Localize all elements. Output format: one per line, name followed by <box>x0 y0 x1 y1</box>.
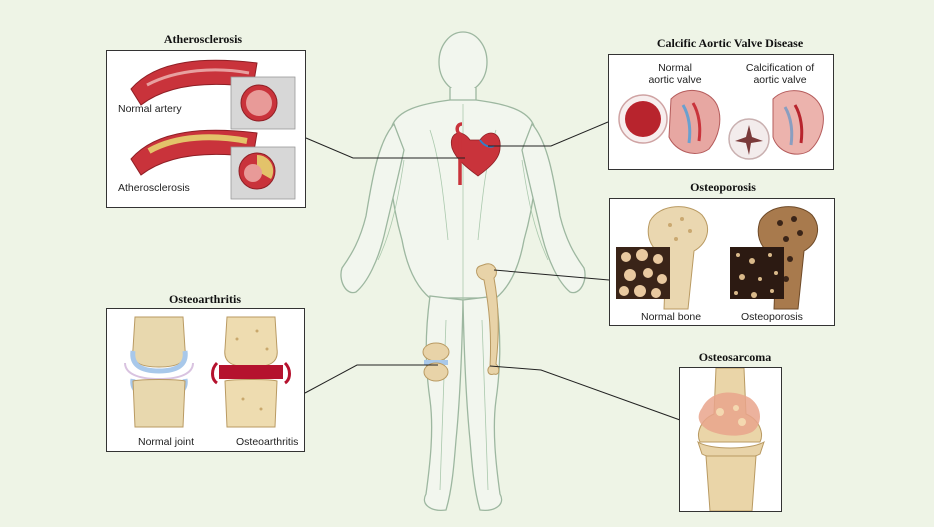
body-right-arm <box>521 122 586 294</box>
normal-bone-label: Normal bone <box>641 311 702 323</box>
normal-joint-label: Normal joint <box>138 436 195 448</box>
normal-bone-illustration <box>647 206 709 310</box>
osteoporosis-panel <box>609 198 835 326</box>
osteoarthritis-panel <box>106 308 305 452</box>
atherosclerosis-panel <box>106 50 306 208</box>
osteoarthritis-label: Osteoarthritis <box>236 436 299 448</box>
knee-joint <box>422 342 450 362</box>
atherosclerosis-title: Atherosclerosis <box>163 32 243 46</box>
osteosarcoma-title: Osteosarcoma <box>698 350 772 364</box>
connector-osteosarcoma <box>489 365 681 421</box>
cavd-title: Calcific Aortic Valve Disease <box>656 36 804 50</box>
connector-osteoarthritis <box>304 364 438 394</box>
heart-icon <box>450 132 501 177</box>
connector-osteoporosis <box>493 269 610 281</box>
connector-atherosclerosis <box>305 137 465 159</box>
osteoporosis-title: Osteoporosis <box>690 180 756 194</box>
osteoarthritis-title: Osteoarthritis <box>169 292 241 306</box>
osteosarcoma-illustration <box>697 368 765 511</box>
atherosclerosis-label: Atherosclerosis <box>118 182 190 194</box>
normal-aortic-valve-label: Normal aortic valve <box>648 62 702 86</box>
femur-bone <box>476 263 500 375</box>
osteosarcoma-panel <box>679 367 782 512</box>
normal-artery-label: Normal artery <box>118 103 182 115</box>
aorta <box>455 122 463 185</box>
calcification-aortic-valve-label: Calcification of aortic valve <box>745 62 815 86</box>
osteoporosis-label: Osteoporosis <box>741 311 803 323</box>
body-left-arm <box>340 122 405 294</box>
cavd-panel <box>608 54 834 170</box>
connector-cavd <box>488 121 609 147</box>
normal-heart-illustration <box>668 90 721 154</box>
normal-joint-illustration <box>124 316 194 428</box>
body-left-leg <box>423 295 464 511</box>
atherosclerotic-artery-illustration <box>130 129 258 176</box>
calcified-heart-illustration <box>772 90 824 155</box>
osteoarthritic-joint-illustration <box>211 316 291 428</box>
body-head <box>438 31 488 93</box>
tumor-mass <box>698 392 760 436</box>
